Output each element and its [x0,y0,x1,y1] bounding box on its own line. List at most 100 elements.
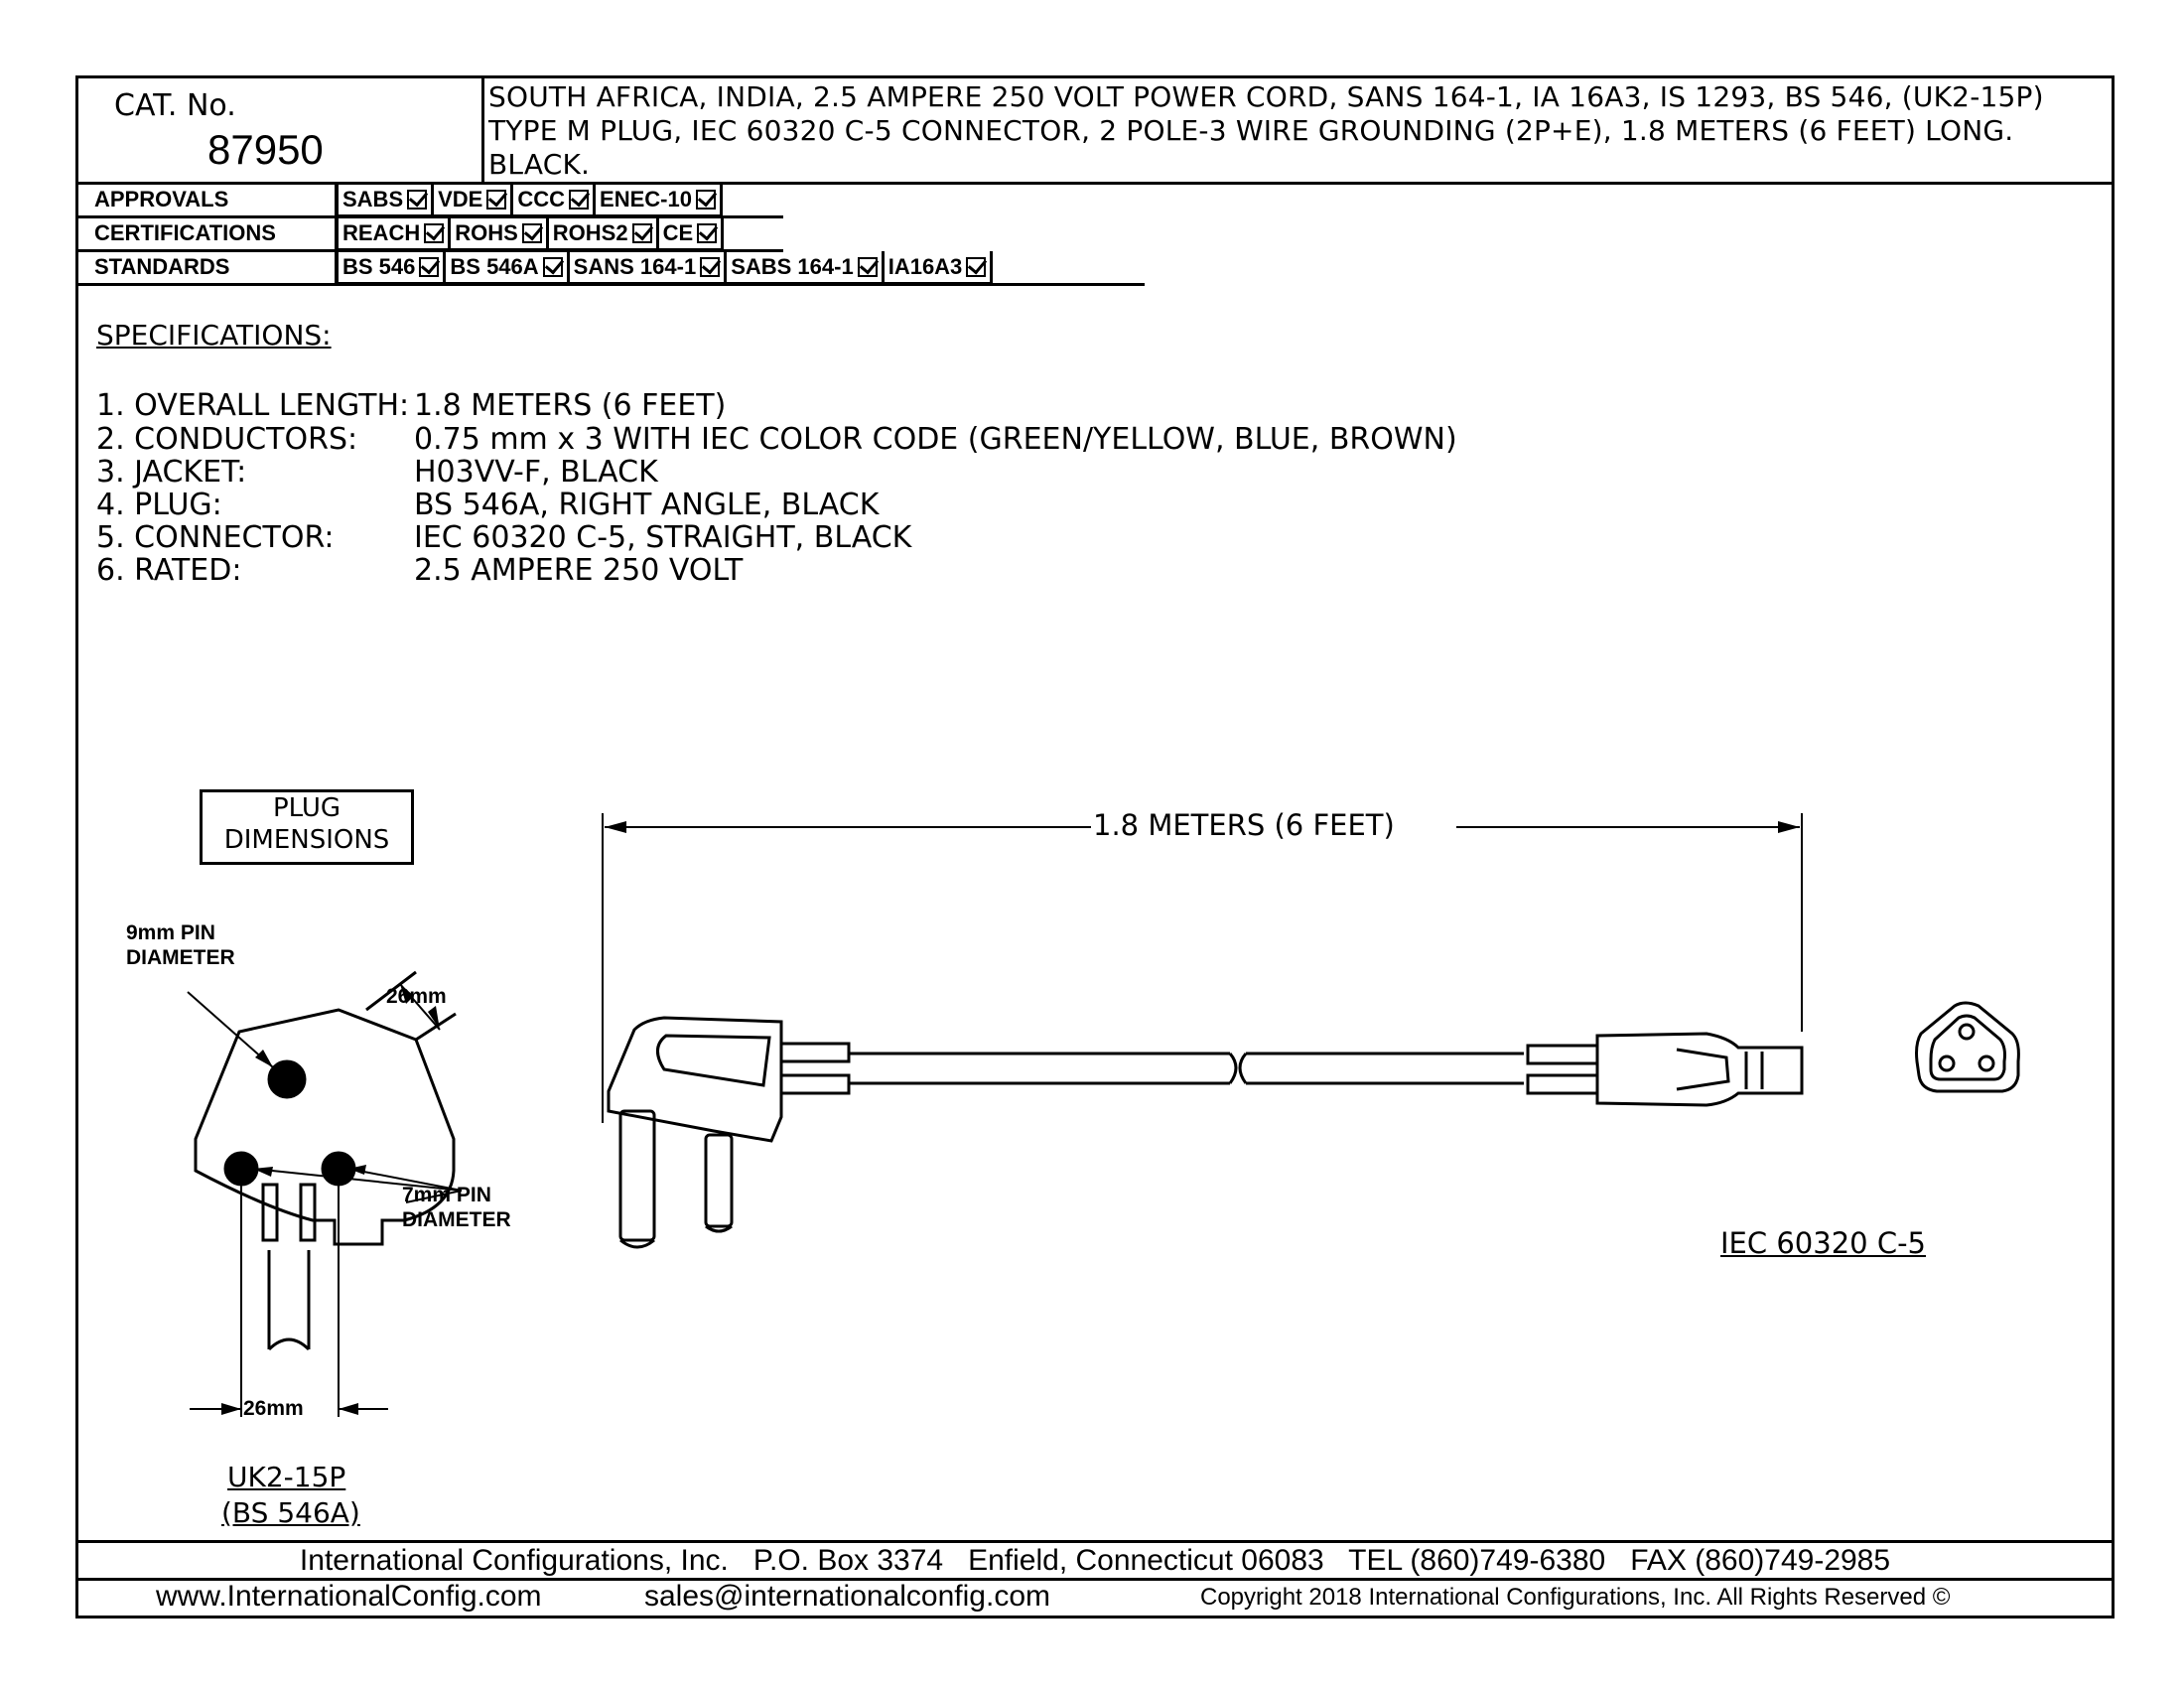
approval-item: VDE [431,184,514,217]
plug-body-side [607,1016,783,1143]
earth-pin-icon [267,1059,307,1099]
footer-website-link[interactable]: www.InternationalConfig.com [156,1580,542,1613]
specifications-heading: SPECIFICATIONS: [96,319,332,352]
checkbox-checked-icon [857,256,878,277]
spec-label: 4. PLUG: [96,488,222,522]
standard-item: SABS 164-1 [724,251,885,285]
approval-text: VDE [438,186,483,211]
plug-name-line1: UK2-15P [227,1461,346,1493]
spec-value: IEC 60320 C-5, STRAIGHT, BLACK [414,520,912,555]
connector-name: IEC 60320 C-5 [1720,1226,1926,1260]
footer-address: International Configurations, Inc. P.O. … [299,1544,1891,1577]
approval-text: CCC [517,186,566,211]
connector-body-side [1595,1032,1804,1107]
footer-mid-rule [78,1578,2112,1581]
certification-text: ROHS2 [552,219,628,245]
pin9-label-line2: DIAMETER [126,946,235,969]
spec-item: 5. CONNECTOR:IEC 60320 C-5, STRAIGHT, BL… [96,520,911,555]
checkbox-checked-icon [419,256,440,277]
pin7-label-line2: DIAMETER [402,1208,511,1231]
plug-grip-recess [656,1034,771,1087]
checkbox-checked-icon [569,189,590,210]
spec-item: 6. RATED:2.5 AMPERE 250 VOLT [96,553,743,588]
title-divider [481,78,484,182]
spec-value: 1.8 METERS (6 FEET) [414,388,727,423]
certifications-row: CERTIFICATIONS [78,216,317,250]
checkbox-checked-icon [542,256,563,277]
earth-pin-side [618,1109,656,1242]
checkbox-checked-icon [486,189,507,210]
spec-label: 1. OVERALL LENGTH: [96,388,410,423]
spec-value: H03VV-F, BLACK [414,455,658,490]
standard-text: BS 546 [342,253,416,279]
approvals-cells: SABS VDE CCC ENEC-10 [336,184,723,217]
checkbox-checked-icon [424,222,445,243]
standard-text: BS 546A [450,253,539,279]
connector-strain-relief-bottom [1526,1073,1599,1095]
spec-value: 0.75 mm x 3 WITH IEC COLOR CODE (GREEN/Y… [414,422,1457,457]
pin9-label: 9mm PIN DIAMETER [126,920,235,970]
strain-relief-left [261,1183,279,1242]
plug-name-line2: (BS 546A) [221,1496,360,1529]
arrowhead-left [605,821,626,833]
checkbox-checked-icon [966,256,987,277]
pin7-label-line1: 7mm PIN [402,1184,491,1206]
pin9-label-line1: 9mm PIN [126,921,215,944]
certification-item: REACH [336,217,452,251]
plug-dimensions-box: PLUG DIMENSIONS [200,789,414,865]
approval-item: ENEC-10 [593,184,723,217]
standards-cells: BS 546 BS 546A SANS 164-1 SABS 164-1 IA1… [336,251,994,285]
standard-item: IA16A3 [881,251,994,285]
plug-strain-relief-top [779,1042,851,1063]
spec-item: 4. PLUG: BS 546A, RIGHT ANGLE, BLACK [96,488,879,522]
dim-26mm-top: 26mm [386,985,447,1008]
live-pin-side [704,1133,734,1228]
standard-text: IA16A3 [887,253,963,279]
approvals-label: APPROVALS [94,187,229,211]
standard-text: SABS 164-1 [731,253,854,279]
strain-relief-right [299,1183,317,1242]
spec-label: 6. RATED: [96,553,242,588]
standard-item: BS 546A [443,251,570,285]
connector-strain-relief-top [1526,1044,1599,1065]
standards-label: STANDARDS [94,254,230,279]
certification-item: ROHS [448,217,549,251]
checkbox-checked-icon [700,256,721,277]
dim-26mm-bottom: 26mm [243,1397,304,1420]
certification-text: REACH [342,219,421,245]
certification-text: CE [662,219,694,245]
drawing-frame: CAT. No. 87950 SOUTH AFRICA, INDIA, 2.5 … [75,75,2115,1618]
cat-label: CAT. No. [114,88,236,123]
standard-item: SANS 164-1 [566,251,728,285]
approval-text: SABS [342,186,404,211]
length-dimension-label: 1.8 METERS (6 FEET) [1093,808,1395,842]
spec-item: 3. JACKET: H03VV-F, BLACK [96,455,658,490]
title-bottom-rule [78,182,2112,185]
approval-text: ENEC-10 [600,186,692,211]
spec-label: 2. CONDUCTORS: [96,422,358,457]
checkbox-checked-icon [697,222,718,243]
arrowhead-right [1778,821,1800,833]
checkbox-checked-icon [695,189,716,210]
c5-connector-face-icon [1915,1001,2020,1093]
plug-dimensions-line1: PLUG [272,793,341,823]
approvals-row: APPROVALS [78,183,317,216]
spec-label: 3. JACKET: [96,455,247,490]
standard-text: SANS 164-1 [573,253,697,279]
spec-item: 1. OVERALL LENGTH:1.8 METERS (6 FEET) [96,388,726,423]
certification-text: ROHS [455,219,518,245]
cat-number: 87950 [207,126,324,173]
footer-copyright: Copyright 2018 International Configurati… [1200,1584,1951,1611]
technical-drawing [187,813,2020,1417]
plug-dimensions-line2: DIMENSIONS [223,825,390,855]
plug-face-outline [194,1008,456,1246]
footer-email-link[interactable]: sales@internationalconfig.com [644,1580,1050,1613]
spec-value: BS 546A, RIGHT ANGLE, BLACK [414,488,880,522]
plug-strain-relief-bottom [779,1073,851,1095]
footer-top-rule [78,1540,2112,1543]
checkbox-checked-icon [521,222,542,243]
product-description: SOUTH AFRICA, INDIA, 2.5 AMPERE 250 VOLT… [488,80,2044,181]
certification-item: ROHS2 [545,217,659,251]
checkbox-checked-icon [407,189,428,210]
certifications-cells: REACH ROHS ROHS2 CE [336,217,725,251]
